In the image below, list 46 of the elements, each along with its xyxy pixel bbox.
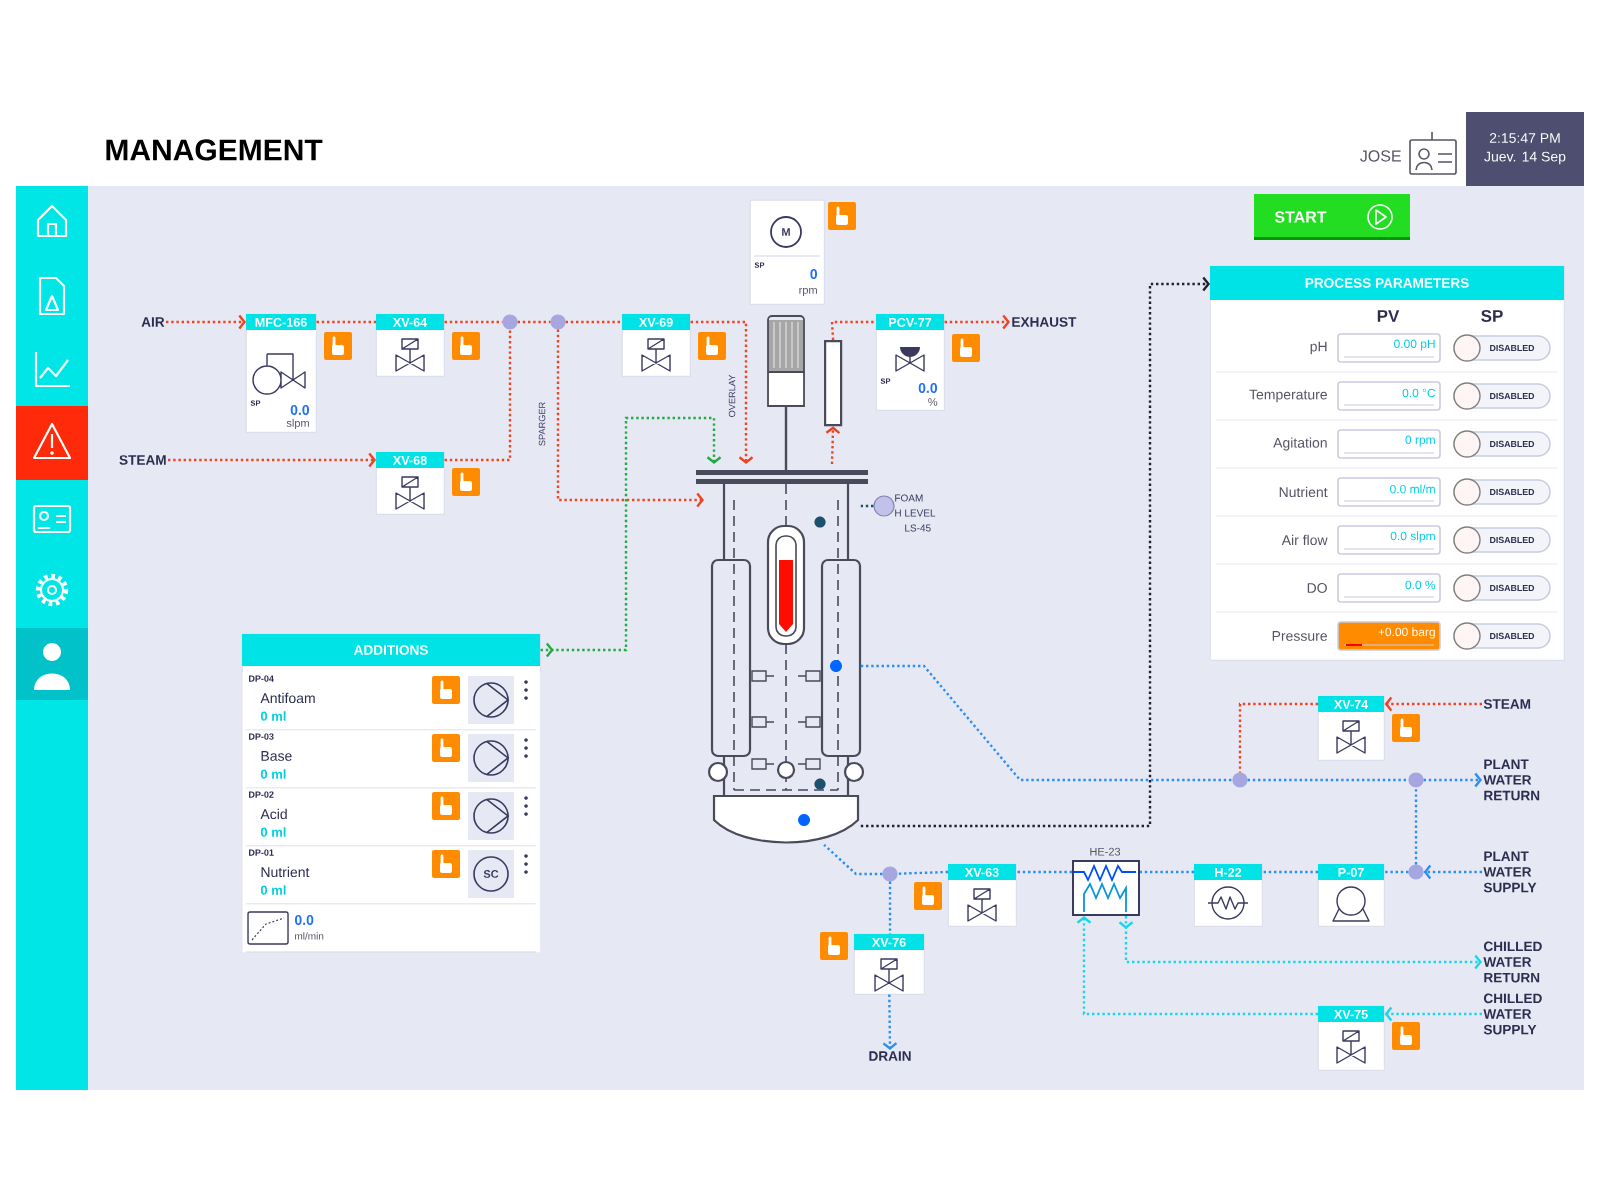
flow-line [1238, 702, 1318, 773]
flow-line [1247, 778, 1409, 782]
flow-line [565, 320, 622, 324]
junction-dot [1408, 772, 1424, 788]
flow-arrow [540, 416, 722, 658]
flow-line [830, 320, 876, 341]
flow-arrow [944, 314, 1010, 330]
flow-line [860, 664, 1233, 782]
flow-line [888, 881, 892, 934]
flow-line [316, 320, 376, 324]
flow-line [897, 870, 949, 875]
flow-line [860, 504, 874, 508]
condenser [824, 340, 843, 427]
column-header: PV [1377, 310, 1400, 322]
flow-arrow [825, 426, 841, 465]
junction-dot [882, 866, 898, 882]
flow-arrow [168, 452, 376, 468]
flow-line [1384, 870, 1409, 874]
flow-arrow [690, 320, 754, 464]
junction-dot [1232, 772, 1248, 788]
flow-line [1414, 787, 1418, 865]
flow-line [1140, 870, 1194, 874]
flow-arrow [860, 276, 1210, 828]
junction-dot [1408, 864, 1424, 880]
flow-arrow [556, 329, 704, 508]
flow-arrow [1384, 1006, 1482, 1022]
flow-arrow [1423, 864, 1482, 880]
flow-line [444, 329, 512, 462]
column-header: SP [1481, 310, 1503, 322]
flow-arrow [1384, 696, 1482, 712]
flow-line [444, 320, 503, 324]
flow-line [1016, 870, 1072, 874]
flow-line [823, 843, 883, 876]
page-title: MANAGEMENT [106, 139, 323, 161]
flow-arrow [1118, 916, 1482, 970]
flow-line [1262, 870, 1318, 874]
junction-dot [550, 314, 566, 330]
flow-arrow [1076, 916, 1318, 1016]
flow-line [517, 320, 551, 324]
flow-arrow [1423, 772, 1482, 788]
start-button: START [1254, 194, 1410, 240]
flow-arrow [882, 994, 898, 1050]
junction-dot [502, 314, 518, 330]
bioreactor-drawing [696, 470, 868, 844]
flow-arrow [166, 314, 246, 330]
user-name: JOSE [1360, 150, 1401, 162]
